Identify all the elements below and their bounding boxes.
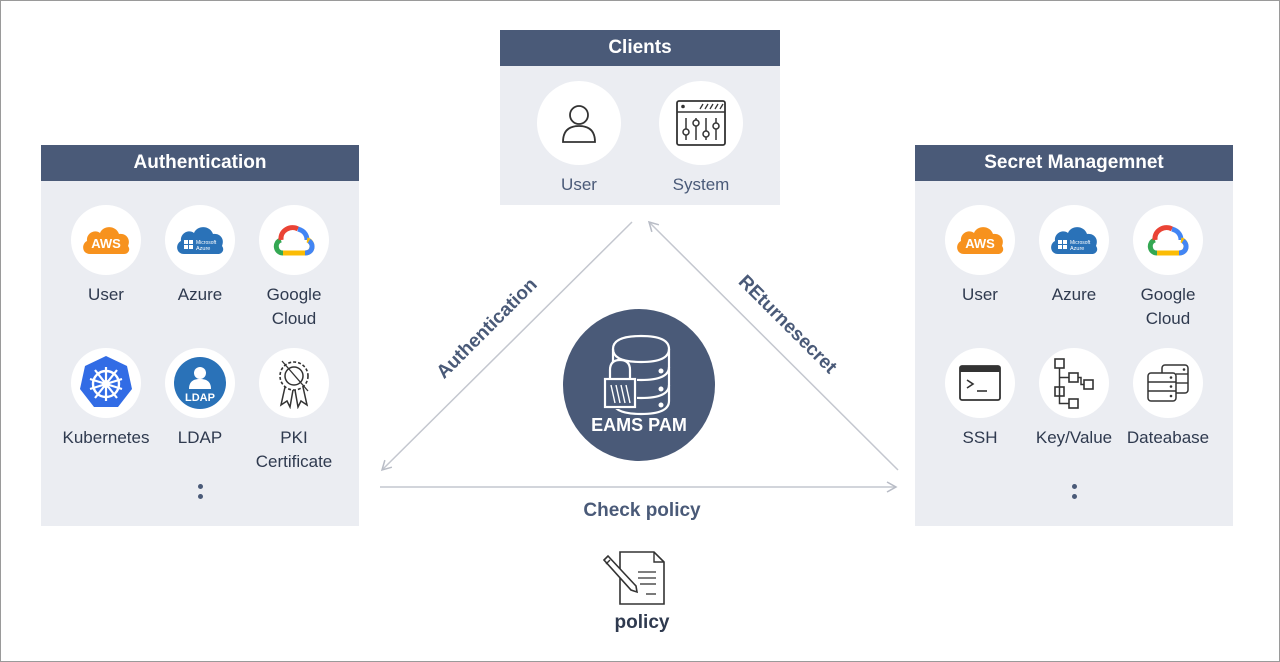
secret-item-key-value: Key/Value [1024,348,1124,450]
secret-item-ssh-label: SSH [962,428,998,447]
aws-text: AWS [965,236,995,251]
secret-item-aws-label: User [962,285,998,304]
secret-item-aws: AWS User [930,205,1030,307]
policy-label: policy [614,612,670,633]
authentication-title: Authentication [41,145,359,181]
system-panel-icon [659,81,743,165]
secret-management-title: Secret Managemnet [915,145,1233,181]
ldap-text: LDAP [185,392,215,404]
return-secret-arrow [647,220,899,471]
secret-more-dots [1072,484,1078,504]
aws-text: AWS [91,236,121,251]
certificate-icon [259,348,329,418]
aws-icon: AWS [71,205,141,275]
ldap-icon: LDAP [165,348,235,418]
terminal-icon [945,348,1015,418]
svg-text:Microsoft: Microsoft [196,240,217,246]
secret-item-google-cloud-label: Google Cloud [1140,285,1196,328]
eams-pam-node: EAMS PAM [563,309,715,461]
secret-item-database: Dateabase [1118,348,1218,450]
auth-item-pki-certificate-label: PKI Certificate [255,428,333,471]
check-policy-label: Check policy [583,500,701,521]
auth-item-google-cloud: Google Cloud [244,205,344,331]
svg-text:Microsoft: Microsoft [1070,240,1091,246]
eams-pam-label: EAMS PAM [591,415,687,435]
aws-icon: AWS [945,205,1015,275]
auth-item-ldap: LDAP LDAP [150,348,250,450]
auth-item-kubernetes-label: Kubernetes [62,428,150,447]
svg-text:Azure: Azure [196,246,210,252]
authentication-arrow [380,221,633,472]
secret-item-database-label: Dateabase [1126,428,1210,447]
auth-item-aws: AWS User [56,205,156,307]
client-system-label: System [672,175,730,194]
auth-item-aws-label: User [88,285,124,304]
client-user: User [529,81,629,195]
google-cloud-icon [1133,205,1203,275]
auth-item-pki-certificate: PKI Certificate [244,348,344,474]
auth-item-kubernetes: Kubernetes [56,348,156,450]
server-lock-icon [603,334,671,416]
auth-item-ldap-label: LDAP [177,428,223,447]
clients-panel: Clients User System [500,30,780,205]
auth-item-azure-label: Azure [177,285,223,304]
policy-document-icon [602,551,665,605]
auth-more-dots [198,484,204,504]
database-icon [1133,348,1203,418]
client-system: System [651,81,751,195]
secret-item-azure-label: Azure [1051,285,1097,304]
kubernetes-icon [71,348,141,418]
google-cloud-icon [259,205,329,275]
secret-item-key-value-label: Key/Value [1035,428,1113,447]
key-value-icon [1039,348,1109,418]
client-user-label: User [561,175,597,194]
auth-item-google-cloud-label: Google Cloud [266,285,322,328]
svg-text:Azure: Azure [1070,246,1084,252]
clients-title: Clients [500,30,780,66]
user-icon [537,81,621,165]
secret-item-ssh: SSH [930,348,1030,450]
secret-item-google-cloud: Google Cloud [1118,205,1218,331]
